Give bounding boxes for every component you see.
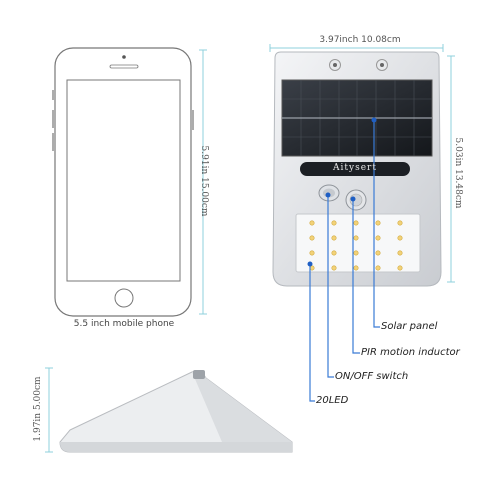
light-height-label: 5.03in 13.48cm bbox=[453, 137, 463, 209]
led bbox=[331, 250, 337, 256]
phone-height-dimension bbox=[199, 49, 207, 315]
callout-pir-motion-inductor: PIR motion inductor bbox=[361, 347, 460, 358]
brand-label: Aitysert bbox=[333, 163, 377, 173]
solar-panel bbox=[281, 79, 433, 157]
pir-motion-sensor bbox=[345, 189, 367, 211]
led bbox=[331, 235, 337, 241]
phone-height-label: 5.91in 15.00cm bbox=[199, 145, 209, 217]
brand-strip bbox=[300, 162, 410, 176]
led bbox=[353, 220, 359, 226]
phone-caption: 5.5 inch mobile phone bbox=[73, 319, 175, 329]
led-panel bbox=[295, 213, 421, 273]
led bbox=[353, 235, 359, 241]
callout-dots bbox=[307, 117, 377, 267]
led bbox=[397, 265, 403, 271]
led bbox=[375, 220, 381, 226]
led bbox=[375, 235, 381, 241]
led bbox=[375, 250, 381, 256]
callout-lines bbox=[309, 120, 380, 402]
phone-outline bbox=[52, 47, 194, 317]
callout-20led: 20LED bbox=[316, 395, 349, 406]
led bbox=[397, 250, 403, 256]
led bbox=[375, 265, 381, 271]
side-view-wedge bbox=[59, 370, 293, 453]
light-height-dimension bbox=[447, 55, 455, 283]
callout-solar-panel: Solar panel bbox=[381, 321, 438, 332]
led bbox=[397, 235, 403, 241]
led bbox=[331, 265, 337, 271]
led bbox=[309, 250, 315, 256]
led bbox=[353, 250, 359, 256]
led bbox=[353, 265, 359, 271]
led bbox=[309, 220, 315, 226]
light-width-dimension bbox=[269, 44, 444, 52]
led bbox=[309, 235, 315, 241]
light-width-label: 3.97inch 10.08cm bbox=[319, 35, 401, 45]
side-view-height-dimension bbox=[45, 367, 53, 453]
led bbox=[397, 220, 403, 226]
led bbox=[331, 220, 337, 226]
callout-on-off-switch: ON/OFF switch bbox=[335, 371, 409, 382]
side-view-height-label: 1.97in 5.00cm bbox=[33, 376, 43, 442]
